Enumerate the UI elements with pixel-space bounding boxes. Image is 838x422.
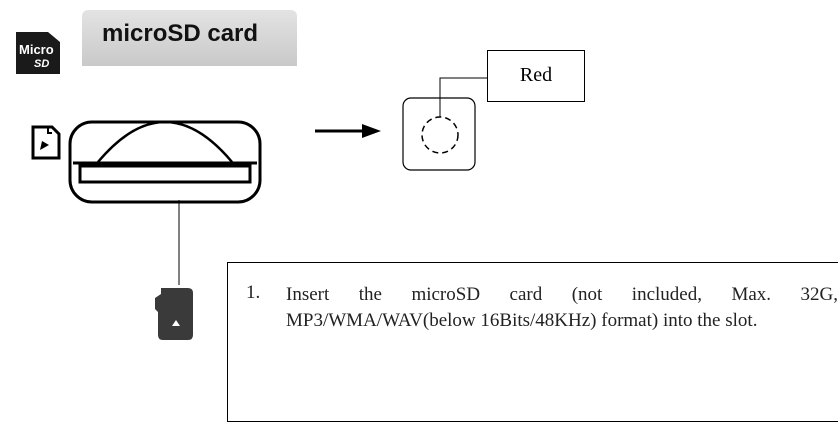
logo-text-bottom: SD (34, 58, 49, 70)
card-slot (68, 120, 262, 204)
indicator-light (402, 97, 476, 171)
page-title: microSD card (102, 20, 259, 47)
header-tab (82, 10, 297, 66)
microsd-logo-icon: Micro SD (16, 32, 60, 74)
red-callout-box: Red (487, 50, 585, 102)
logo-text-top: Micro (19, 42, 54, 57)
microsd-card-icon (155, 288, 193, 340)
red-callout-label: Red (519, 64, 553, 86)
arrow-right-icon (315, 124, 381, 138)
card-symbol-icon (31, 125, 61, 160)
callout-line (439, 77, 487, 117)
instruction-box: 1. Insert the microSD card (not included… (227, 262, 838, 422)
instruction-text: Insert the microSD card (not included, M… (286, 284, 838, 331)
slot-diagram (31, 77, 487, 340)
instruction-number: 1. (246, 282, 261, 303)
